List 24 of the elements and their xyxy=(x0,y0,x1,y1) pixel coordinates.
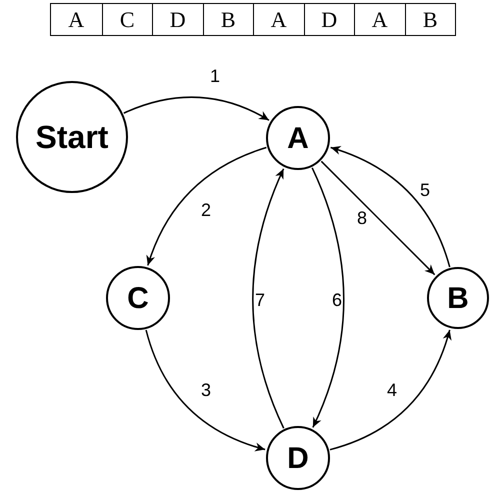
table-cell: C xyxy=(102,4,152,35)
edge-label: 8 xyxy=(357,209,367,227)
arrow xyxy=(252,168,284,429)
table-cell: B xyxy=(202,4,253,35)
table-cell: D xyxy=(304,4,354,35)
edge-label: 3 xyxy=(201,381,211,399)
edge-label: 5 xyxy=(420,181,430,199)
table-cell-text: A xyxy=(67,6,86,34)
arrow xyxy=(145,330,266,451)
arrow xyxy=(146,146,267,266)
edge-label: 7 xyxy=(255,291,265,309)
arrow xyxy=(320,160,436,276)
table-cell: A xyxy=(354,4,404,35)
edge-label: 4 xyxy=(387,381,397,399)
arrow xyxy=(330,146,450,268)
table-cell: B xyxy=(404,4,455,35)
arrow xyxy=(311,168,344,428)
edge-label: 1 xyxy=(210,67,220,85)
table-cell: D xyxy=(152,4,202,35)
edge-label: 2 xyxy=(201,201,211,219)
arrow xyxy=(123,96,270,121)
edge-label: 6 xyxy=(332,291,342,309)
arrow xyxy=(330,330,452,450)
table-cell: A xyxy=(253,4,304,35)
